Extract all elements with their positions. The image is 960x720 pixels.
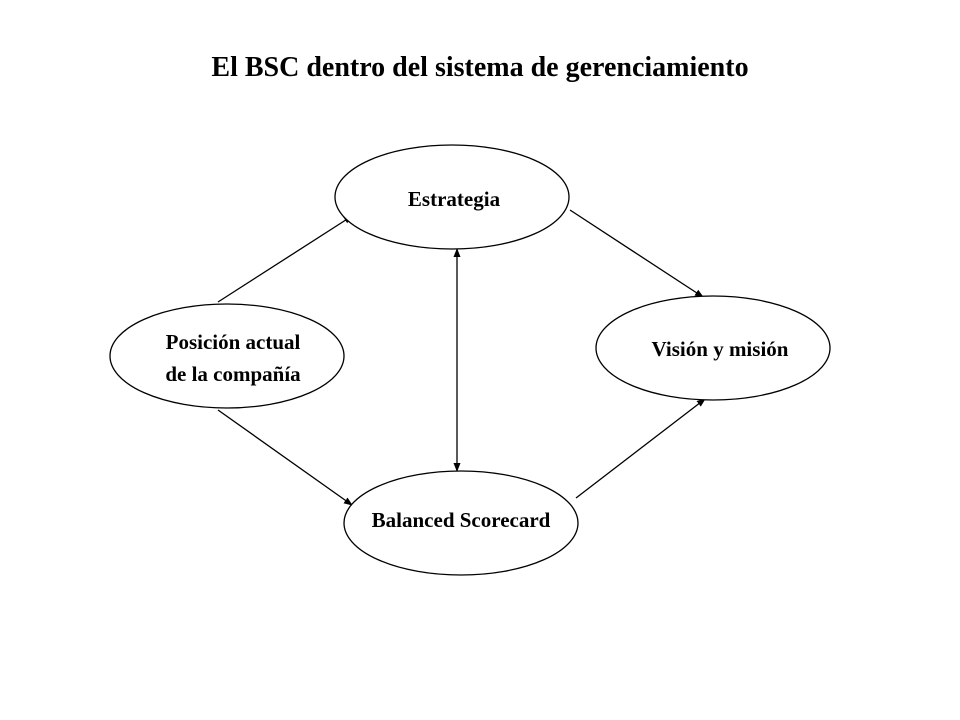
node-balanced-scorecard: Balanced Scorecard [343, 470, 579, 576]
node-estrategia-label: Estrategia [408, 187, 501, 211]
node-vision-label: Visión y misión [652, 337, 789, 361]
arrow-posicion-to-estrategia [217, 215, 353, 303]
node-vision-mision: Visión y misión [595, 295, 831, 401]
node-posicion-label-line2: de la compañía [165, 362, 301, 386]
node-posicion-actual: Posición actual de la compañía [109, 303, 345, 409]
node-posicion-label-line1: Posición actual [166, 330, 301, 354]
arrow-estrategia-to-vision [569, 209, 704, 298]
node-estrategia: Estrategia [334, 144, 570, 250]
node-balanced-label: Balanced Scorecard [372, 508, 551, 532]
arrow-posicion-to-balanced [217, 409, 353, 506]
arrow-balanced-to-vision [575, 398, 706, 499]
page-title: El BSC dentro del sistema de gerenciamie… [211, 52, 749, 83]
